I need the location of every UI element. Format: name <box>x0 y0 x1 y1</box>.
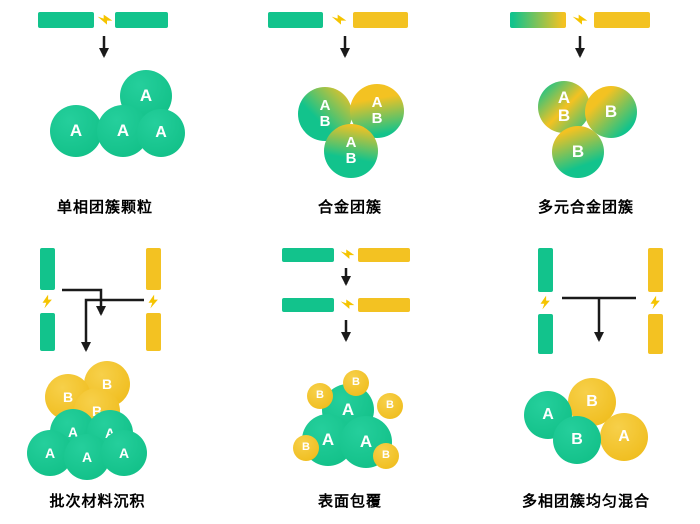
cluster-label: B <box>571 430 583 448</box>
cluster-label: A <box>67 423 79 440</box>
cluster-circle: B <box>373 443 399 469</box>
cluster-label: B <box>316 389 324 402</box>
lightning-bolt-icon <box>145 293 161 309</box>
cluster-label: B <box>557 106 571 125</box>
cluster-label: B <box>302 441 310 454</box>
lightning-bolt-icon <box>339 246 355 262</box>
electrode-bar <box>594 12 650 28</box>
lightning-bolt-icon <box>331 12 347 28</box>
electrode-bar <box>538 314 553 354</box>
panel-multiphase-uniform-mixing: B A A B 多相团簇均匀混合 <box>472 240 700 524</box>
electrode-bar <box>38 12 94 28</box>
panel-title: 表面包覆 <box>317 493 382 510</box>
cluster-circle: A <box>50 105 102 157</box>
electrode-bar <box>648 314 663 354</box>
cluster-label: B <box>382 449 390 462</box>
electrode-bar <box>510 12 566 28</box>
cluster-label: A <box>345 134 357 152</box>
cluster-label: A <box>44 444 56 461</box>
cluster-circle: A <box>137 109 185 157</box>
cluster-circle: B <box>293 435 319 461</box>
cluster-label: A <box>319 97 331 115</box>
cluster-label: B <box>604 102 618 122</box>
lightning-bolt-icon <box>97 12 113 28</box>
cluster-circle: B <box>553 416 601 464</box>
cluster-label: A <box>542 405 554 423</box>
cluster-label: B <box>319 113 331 130</box>
cluster-label: A <box>359 432 373 452</box>
electrode-bar <box>358 248 410 262</box>
cluster-label: A <box>116 121 130 141</box>
cluster-label: A <box>557 88 571 108</box>
electrode-bar <box>146 248 161 290</box>
cluster-label: B <box>352 376 360 389</box>
electrode-bar <box>353 12 408 28</box>
cluster-label: A <box>139 86 153 106</box>
panel-title: 单相团簇颗粒 <box>56 199 153 216</box>
cluster-circle: A <box>101 430 147 476</box>
electrode-bar <box>40 248 55 290</box>
lightning-bolt-icon <box>339 296 355 312</box>
cluster-circle: B <box>552 126 604 178</box>
cluster-label: B <box>345 150 357 167</box>
cluster-circle: B <box>307 383 333 409</box>
cluster-label: B <box>586 392 598 410</box>
panel-title: 多元合金团簇 <box>537 199 634 216</box>
cluster-circle: A B <box>298 87 352 141</box>
cluster-circle: A B <box>538 81 590 133</box>
electrode-bar <box>282 248 334 262</box>
electrode-bar <box>268 12 323 28</box>
cluster-label: A <box>371 94 383 112</box>
cluster-label: B <box>62 388 74 405</box>
cluster-label: A <box>104 424 116 441</box>
cluster-label: A <box>321 430 335 450</box>
electrode-bar <box>648 248 663 292</box>
panel-title: 合金团簇 <box>317 199 382 216</box>
cluster-label: A <box>81 448 93 465</box>
cluster-label: A <box>618 427 630 445</box>
cluster-circle: A B <box>324 124 378 178</box>
cluster-label: A <box>341 400 355 420</box>
cluster-circle: A <box>64 434 110 480</box>
panel-alloy-cluster: A B A B A B 合金团簇 <box>240 0 460 235</box>
cluster-circle: B <box>377 393 403 419</box>
panel-single-phase-cluster: A A A A 单相团簇颗粒 <box>0 0 225 235</box>
cluster-label: B <box>101 375 113 392</box>
electrode-bar <box>40 313 55 351</box>
lightning-bolt-icon <box>572 12 588 28</box>
cluster-label: B <box>386 399 394 412</box>
cluster-label: A <box>155 123 167 141</box>
lightning-bolt-icon <box>537 294 553 310</box>
electrode-bar <box>115 12 168 28</box>
cluster-circle: A <box>600 413 648 461</box>
electrode-bar <box>282 298 334 312</box>
electrode-bar <box>538 248 553 292</box>
cluster-label: B <box>91 402 103 419</box>
panel-batch-material-deposition: B B B A A A A A 批次材料沉积 <box>0 240 225 524</box>
panel-surface-coating: A A A B B B B B 表面包覆 <box>240 240 460 524</box>
electrode-bar <box>146 313 161 351</box>
panel-title: 多相团簇均匀混合 <box>521 493 650 510</box>
electrode-bar <box>358 298 410 312</box>
cluster-label: B <box>371 110 383 127</box>
cluster-circle: B <box>585 86 637 138</box>
lightning-bolt-icon <box>39 293 55 309</box>
panel-multi-element-alloy-cluster: A B B B 多元合金团簇 <box>472 0 700 235</box>
lightning-bolt-icon <box>647 294 663 310</box>
panel-title: 批次材料沉积 <box>49 493 146 510</box>
cluster-circle: B <box>343 370 369 396</box>
cluster-label: B <box>571 142 585 162</box>
cluster-label: A <box>69 121 83 141</box>
cluster-label: A <box>118 444 130 461</box>
